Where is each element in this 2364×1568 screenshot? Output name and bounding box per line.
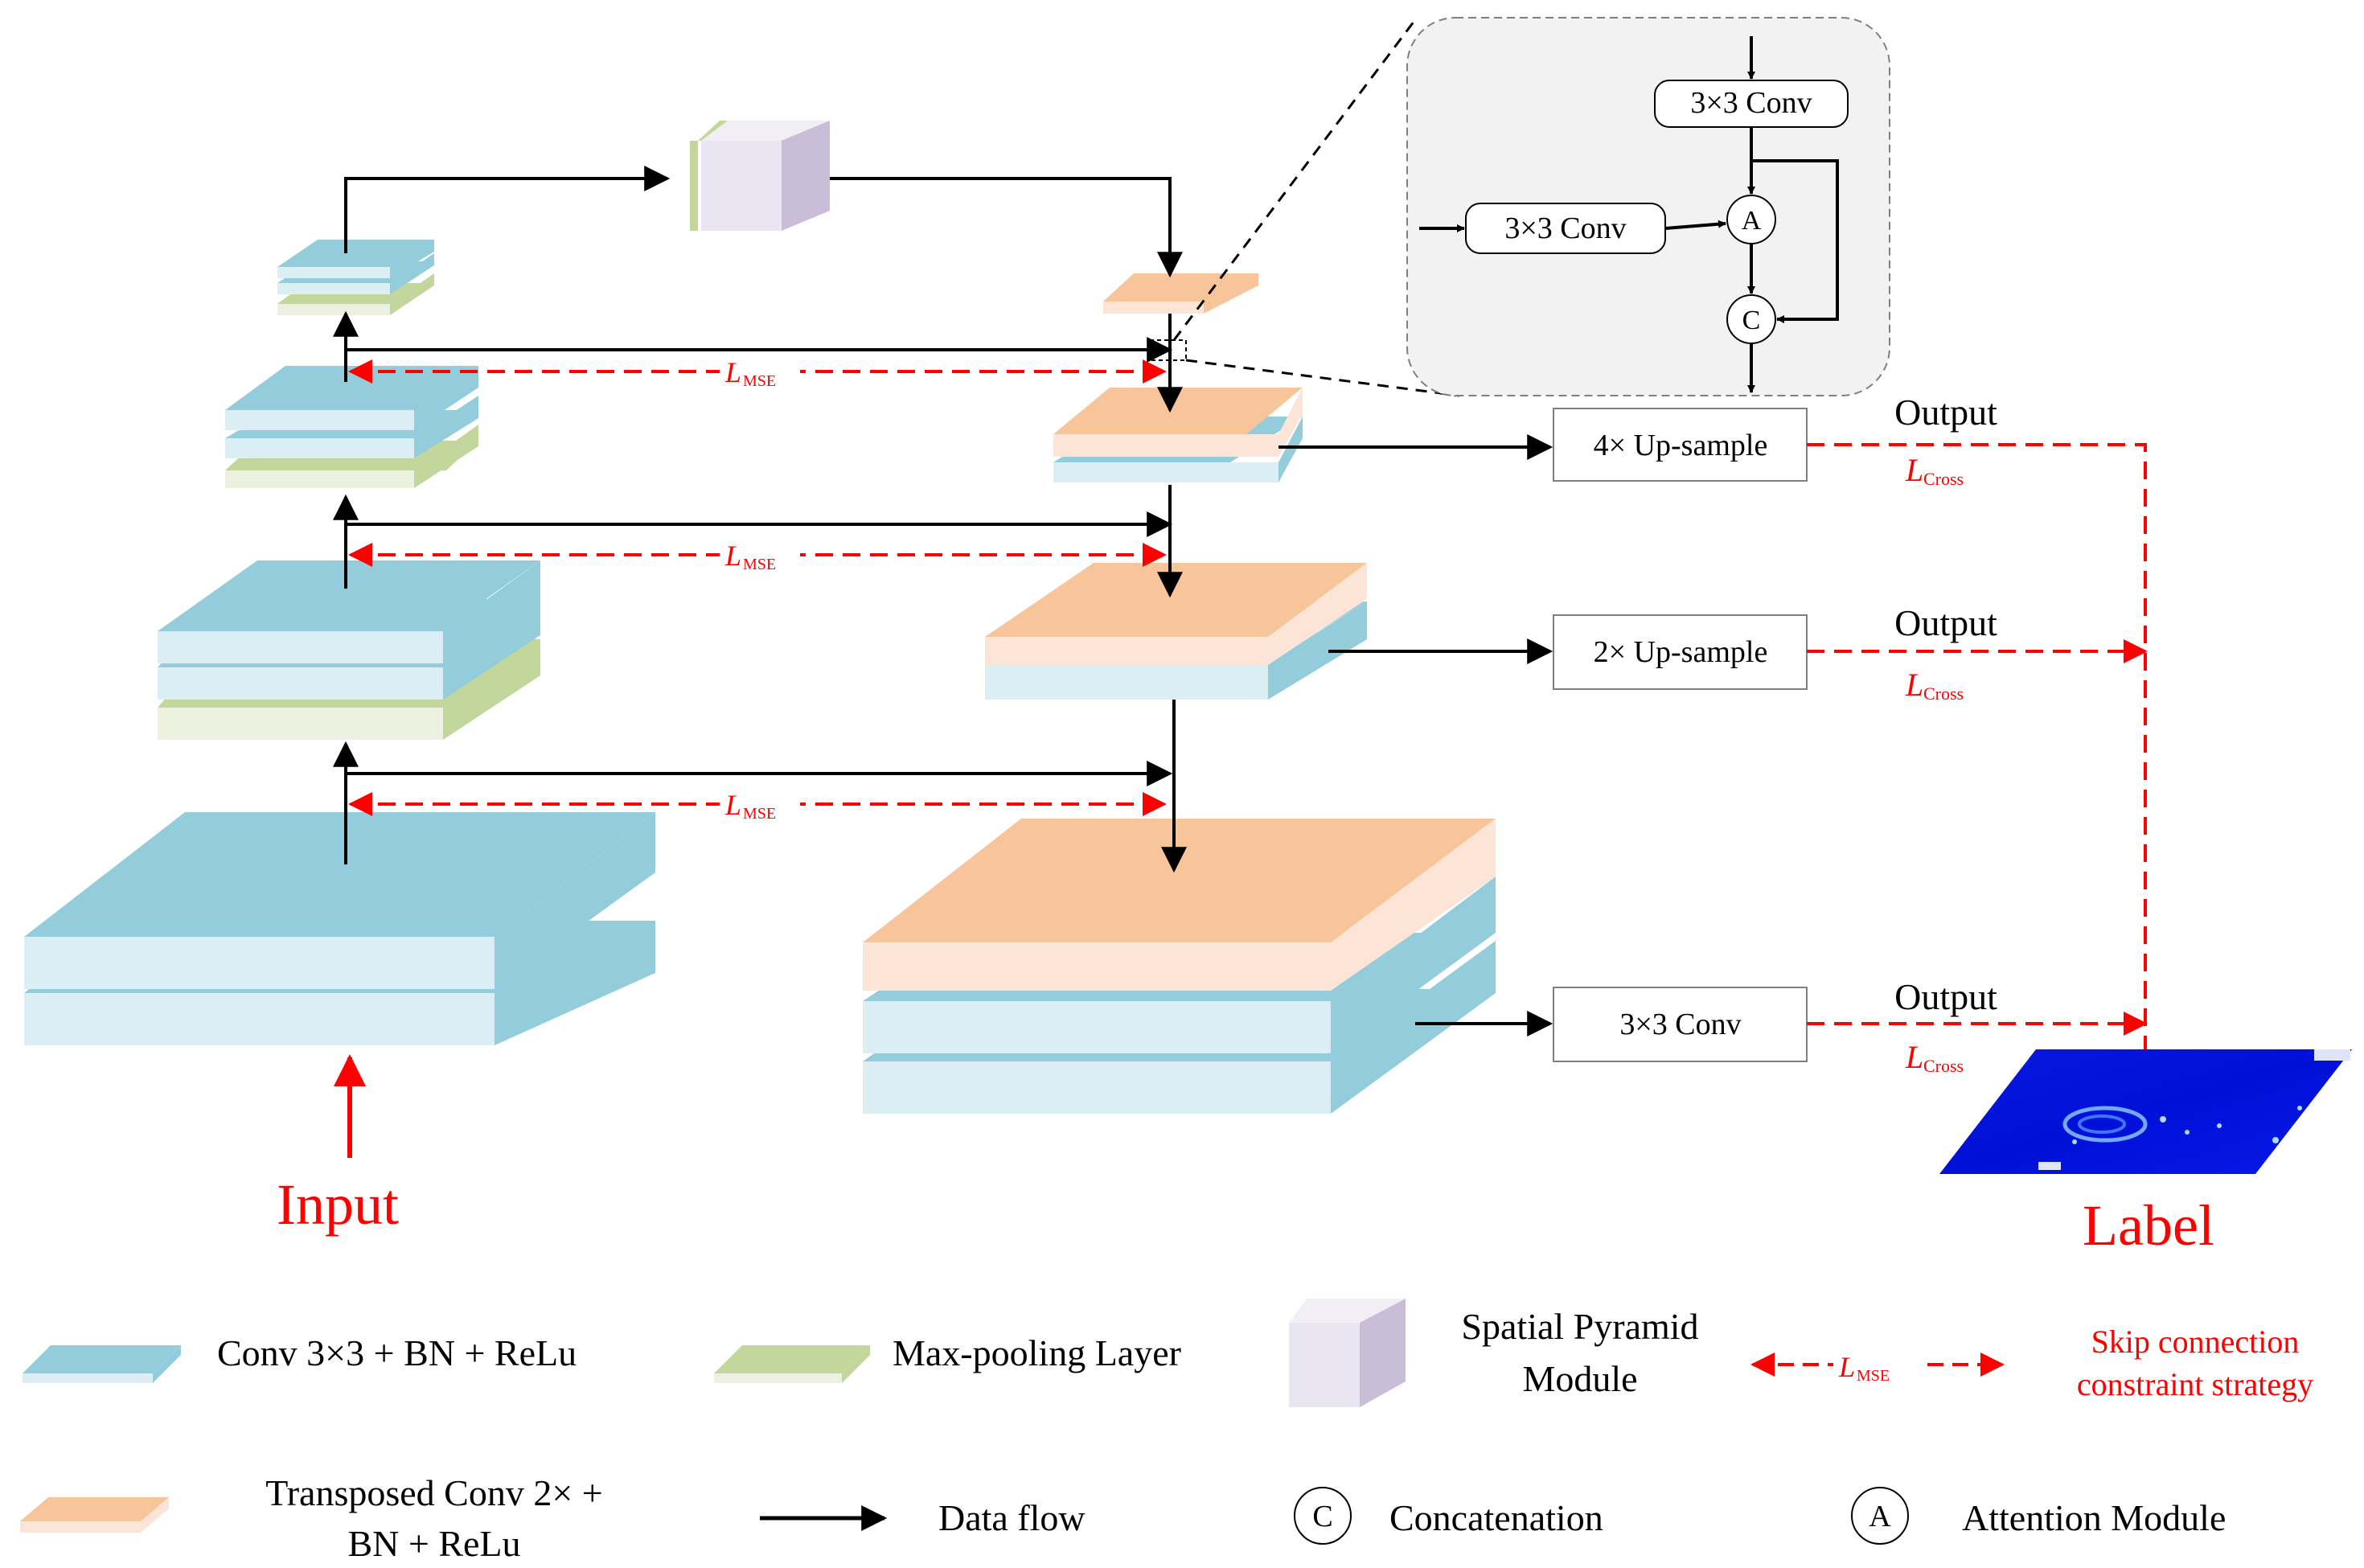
l-symbol: L [1905,452,1923,488]
l-symbol: L [724,356,741,388]
conv-out-box: 3×3 Conv [1553,987,1808,1062]
legend-skip-line2: constraint strategy [2077,1366,2313,1402]
cross-subscript: Cross [1923,1056,1964,1076]
legend-concat-letter: C [1312,1500,1332,1533]
upsample-2x-label: 2× Up-sample [1594,635,1768,669]
legend-pool-text: Max-pooling Layer [893,1332,1181,1373]
encoder-level1 [158,560,540,740]
legend-concat-circle [1294,1487,1352,1545]
encoder-level0 [24,812,655,1045]
label-image [1939,1049,2352,1174]
legend-attention-circle [1851,1487,1909,1545]
decoder-level2 [1053,388,1303,482]
legend-trans-line2: BN + ReLu [347,1523,520,1564]
decoder-level0 [863,819,1496,1114]
encoder-level2 [225,366,478,488]
l-symbol: L [1905,667,1923,703]
inset-attention-block: 3×3 Conv 3×3 Conv A C [1406,17,1890,396]
legend-conv-swatch [23,1345,181,1383]
legend-attention-letter: A [1869,1500,1891,1533]
cross-loss-paths [1807,443,2157,1112]
label-label: Label [2083,1193,2214,1258]
legend-spm-line1: Spatial Pyramid [1461,1306,1698,1347]
upsample-4x-box: 4× Up-sample [1553,408,1808,482]
inset-conv-left-label: 3×3 Conv [1504,211,1626,245]
legend-concat-text: Concatenation [1389,1497,1603,1538]
output-label-1: Output [1894,392,1997,433]
encoder-level3 [277,240,434,315]
legend-attention-text: Attention Module [1962,1497,2226,1538]
mse-subscript: MSE [1857,1367,1890,1385]
cross-subscript: Cross [1923,683,1964,704]
legend-dataflow-text: Data flow [938,1497,1086,1538]
zoom-indicator [1149,17,1460,397]
input-label: Input [277,1172,399,1237]
cross-label-3: L Cross [1905,1039,1964,1076]
upsample-2x-box: 2× Up-sample [1553,614,1808,690]
mse-subscript: MSE [743,372,776,390]
legend: Conv 3×3 + BN + ReLu Max-pooling Layer S… [20,1299,2313,1564]
inset-conv-left-box: 3×3 Conv [1465,203,1666,254]
data-flow-arrows [333,166,1553,1036]
inset-conv-top-box: 3×3 Conv [1654,80,1849,128]
conv-slab [158,560,540,663]
legend-spm-line2: Module [1522,1358,1637,1399]
trans-slab [863,819,1496,991]
conv-slab [24,812,655,989]
legend-pool-swatch [714,1345,870,1383]
legend-spm-swatch [1289,1299,1406,1407]
inset-attention-circle: A [1726,195,1776,244]
decoder-level3 [1103,273,1258,314]
legend-skip-line1: Skip connection [2091,1324,2300,1360]
concat-letter: C [1742,306,1761,335]
spatial-pyramid-module [690,121,830,231]
l-symbol: L [724,540,741,572]
inset-concat-circle: C [1726,294,1776,344]
output-label-2: Output [1894,602,1997,643]
attention-letter: A [1742,206,1762,236]
mse-subscript: MSE [743,805,776,823]
l-symbol: L [724,789,741,821]
decoder-level1 [985,563,1367,700]
conv-slab [277,240,434,278]
mse-label-2: L MSE [720,540,800,573]
mse-label-1: L MSE [720,356,800,390]
l-symbol: L [1905,1039,1923,1075]
l-symbol: L [1838,1351,1855,1383]
legend-trans-line1: Transposed Conv 2× + [265,1472,603,1513]
legend-conv-text: Conv 3×3 + BN + ReLu [217,1332,577,1373]
legend-skip-swatch: L MSE [1750,1351,2005,1385]
cross-label-2: L Cross [1905,667,1964,704]
inset-conv-top-label: 3×3 Conv [1690,86,1812,120]
trans-slab [985,563,1367,665]
upsample-4x-label: 4× Up-sample [1594,429,1768,462]
mse-label-3: L MSE [720,789,800,823]
conv-out-label: 3×3 Conv [1619,1008,1741,1041]
mse-subscript: MSE [743,556,776,573]
legend-trans-swatch [20,1497,169,1533]
output-label-3: Output [1894,976,1997,1017]
cross-subscript: Cross [1923,469,1964,489]
cross-label-1: L Cross [1905,452,1964,489]
inset-arrows [1419,36,1839,393]
